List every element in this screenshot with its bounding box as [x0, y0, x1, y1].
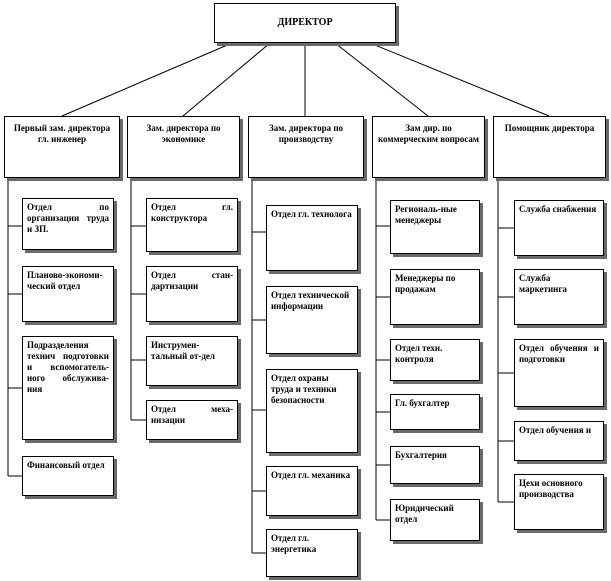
head-first-deputy: Первый зам. директора гл. инженер	[4, 116, 120, 178]
dept-labor-safety: Отдел охраны труда и техники безопасност…	[266, 369, 358, 453]
link-director-col2	[182, 42, 271, 117]
head-assistant-director: Помощник директора	[493, 116, 606, 178]
dept-technical-preparation: Подразделения технич подготовки и вспомо…	[22, 336, 114, 440]
link-director-col5	[369, 42, 550, 117]
dept-training: Отдел обучения и	[514, 421, 604, 461]
dept-training-preparation: Отдел обучения и подготовки	[514, 339, 604, 407]
dept-technical-information: Отдел технической информации	[266, 286, 358, 354]
link-director-col4	[334, 42, 429, 117]
dept-quality-control: Отдел техн. контроля	[390, 339, 480, 381]
dept-marketing-service: Служба маркетинга	[514, 269, 604, 325]
dept-chief-mechanic: Отдел гл. механика	[266, 466, 358, 516]
dept-regional-managers: Региональ-ные менеджеры	[390, 200, 480, 254]
head-deputy-economics: Зам. директора по экономике	[127, 116, 240, 178]
dept-mechanization: Отдел меха-низации	[146, 400, 238, 440]
head-deputy-commercial: Зам дир. по коммерческим вопросам	[372, 116, 485, 178]
dept-chief-designer: Отдел гл. конструктора	[146, 198, 238, 252]
dept-standardization: Отдел стан-дартизации	[146, 266, 238, 322]
dept-chief-accountant: Гл. бухгалтер	[390, 394, 480, 430]
head-deputy-production: Зам. директора по производству	[248, 116, 364, 178]
dept-finance: Финансовый отдел	[22, 456, 114, 496]
dept-accounting: Бухгалтерия	[390, 446, 480, 484]
link-director-col1	[61, 42, 233, 117]
director-box: ДИРЕКТОР	[214, 3, 396, 43]
dept-chief-power-engineer: Отдел гл. энергетика	[266, 529, 358, 577]
dept-tooling: Инструмен-тальный от-дел	[146, 336, 238, 386]
dept-sales-managers: Менеджеры по продажам	[390, 269, 480, 325]
dept-supply-service: Служба снабжения	[514, 200, 604, 256]
dept-main-production-shops: Цехи основного производства	[514, 474, 604, 530]
dept-legal: Юридический отдел	[390, 499, 480, 541]
dept-labor-organization: Отдел по организации труда и ЗП.	[22, 198, 114, 250]
dept-chief-technologist: Отдел гл. технолога	[266, 205, 358, 271]
director-label: ДИРЕКТОР	[277, 16, 333, 28]
dept-planning-economic: Планово-экономи-ческий отдел	[22, 266, 114, 322]
